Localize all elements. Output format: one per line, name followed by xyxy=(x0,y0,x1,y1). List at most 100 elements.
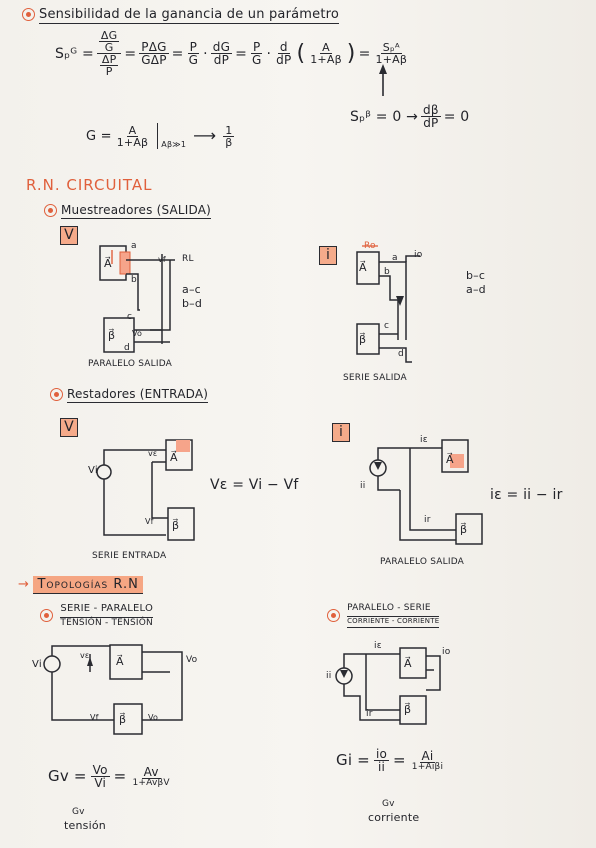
side-note: a–c xyxy=(182,283,201,296)
side-note: a–d xyxy=(466,283,486,296)
node-b: b xyxy=(131,275,137,285)
frac-num: io xyxy=(373,747,390,761)
frac-num: Vo xyxy=(90,763,110,777)
frac-num: Ai xyxy=(419,748,436,763)
vi-label: Vi xyxy=(32,659,42,670)
subsection-title: Restadores (ENTRADA) xyxy=(67,387,209,403)
ve-label: vε xyxy=(80,651,90,660)
diagram-caption: PARALELO SALIDA xyxy=(380,557,465,567)
node-b: b xyxy=(384,267,390,277)
topology-subtitle: CORRIENTE - CORRIENTE xyxy=(347,617,440,628)
frac-den: dP xyxy=(423,116,439,130)
note-gv: Gv xyxy=(382,799,395,809)
ie-label: iε xyxy=(420,435,428,445)
bullet-icon xyxy=(50,388,63,401)
topology-paralelo-serie: PARALELO - SERIE CORRIENTE - CORRIENTE xyxy=(327,603,440,628)
frac-num: 1 xyxy=(223,123,235,137)
frac-den: 1+Aβ xyxy=(310,53,342,66)
equals: = xyxy=(235,45,248,62)
node-d: d xyxy=(124,343,130,353)
subsection-muestreadores: Muestreadores (SALIDA) xyxy=(44,203,212,219)
block-a-label: A⃗ xyxy=(404,657,412,670)
paren-close: ) xyxy=(346,40,356,66)
gain-lhs: Gv = xyxy=(48,767,87,785)
block-beta-label: β⃗ xyxy=(172,519,180,532)
block-a-label: A⃗ xyxy=(116,655,124,668)
equals: = xyxy=(358,45,371,62)
ir-label: ir xyxy=(366,709,373,719)
frac-den: 1+Aiβi xyxy=(411,761,444,772)
diagram-caption: SERIE SALIDA xyxy=(343,373,407,383)
dot: · xyxy=(203,45,208,62)
title-text: Sensibilidad de la ganancia de un paráme… xyxy=(39,7,340,24)
block-a-label: A⃗ xyxy=(104,257,112,270)
dot: · xyxy=(266,45,272,62)
rl-label: RL xyxy=(182,254,194,264)
vf-label: Vf xyxy=(145,517,154,526)
gain-lhs: Gi = xyxy=(336,751,370,769)
topology-title: PARALELO - SERIE xyxy=(347,603,440,617)
block-a-label: A⃗ xyxy=(170,451,178,464)
bullet-icon xyxy=(40,609,53,623)
equation-ie: iε = ii − ir xyxy=(490,487,563,503)
node-a: a xyxy=(131,241,137,251)
note-tension: tensión xyxy=(64,819,106,832)
subsection-restadores: Restadores (ENTRADA) xyxy=(50,387,209,403)
subsection-title: Muestreadores (SALIDA) xyxy=(61,203,212,219)
frac-num: A xyxy=(126,123,139,137)
frac-part: ΔP xyxy=(99,53,119,66)
vo-label: Vo xyxy=(132,329,143,338)
equals: = xyxy=(393,751,406,769)
frac-den: dP xyxy=(276,53,292,67)
block-beta-label: β⃗ xyxy=(404,703,412,716)
frac-num: A xyxy=(320,41,332,54)
io-label: io xyxy=(414,250,423,260)
block-beta-label: β⃗ xyxy=(460,523,468,536)
note-gv: Gv xyxy=(72,807,85,817)
vi-label: Vi xyxy=(88,465,98,476)
bullet-icon xyxy=(44,204,57,217)
frac-den: Vi xyxy=(94,776,106,790)
equals: = xyxy=(113,767,127,785)
sens-beta: Sₚᵝ = 0 → xyxy=(350,108,419,125)
label-box-v: V xyxy=(60,226,78,245)
frac-num: P xyxy=(187,40,200,54)
frac-den: dP xyxy=(213,53,230,67)
node-c: c xyxy=(127,312,133,322)
frac-den: GΔP xyxy=(141,53,167,67)
diagram-caption: SERIE ENTRADA xyxy=(92,551,167,561)
equals: = xyxy=(171,45,184,62)
equation-ve: Vε = Vi − Vf xyxy=(210,477,299,493)
frac-part: ΔG xyxy=(98,29,120,42)
vf-label: Vf xyxy=(90,713,99,722)
sens-end: = 0 xyxy=(443,108,470,125)
frac-part: P xyxy=(105,65,113,78)
ir-label: ir xyxy=(424,515,431,525)
g-limit: Aβ≫1 xyxy=(161,140,187,149)
block-beta-label: β⃗ xyxy=(359,333,367,346)
io-label: io xyxy=(442,647,451,657)
topology-subtitle: TENSIÓN - TENSIÓN xyxy=(60,617,153,628)
label-box-i: i xyxy=(319,246,337,265)
frac-num: dG xyxy=(210,40,233,54)
g-lhs: G = xyxy=(86,128,112,144)
arrow-icon: ⟶ xyxy=(193,126,217,145)
bullet-icon xyxy=(22,8,35,21)
block-a-label: A⃗ xyxy=(359,261,367,274)
frac-den: 1+AvβV xyxy=(132,777,170,788)
